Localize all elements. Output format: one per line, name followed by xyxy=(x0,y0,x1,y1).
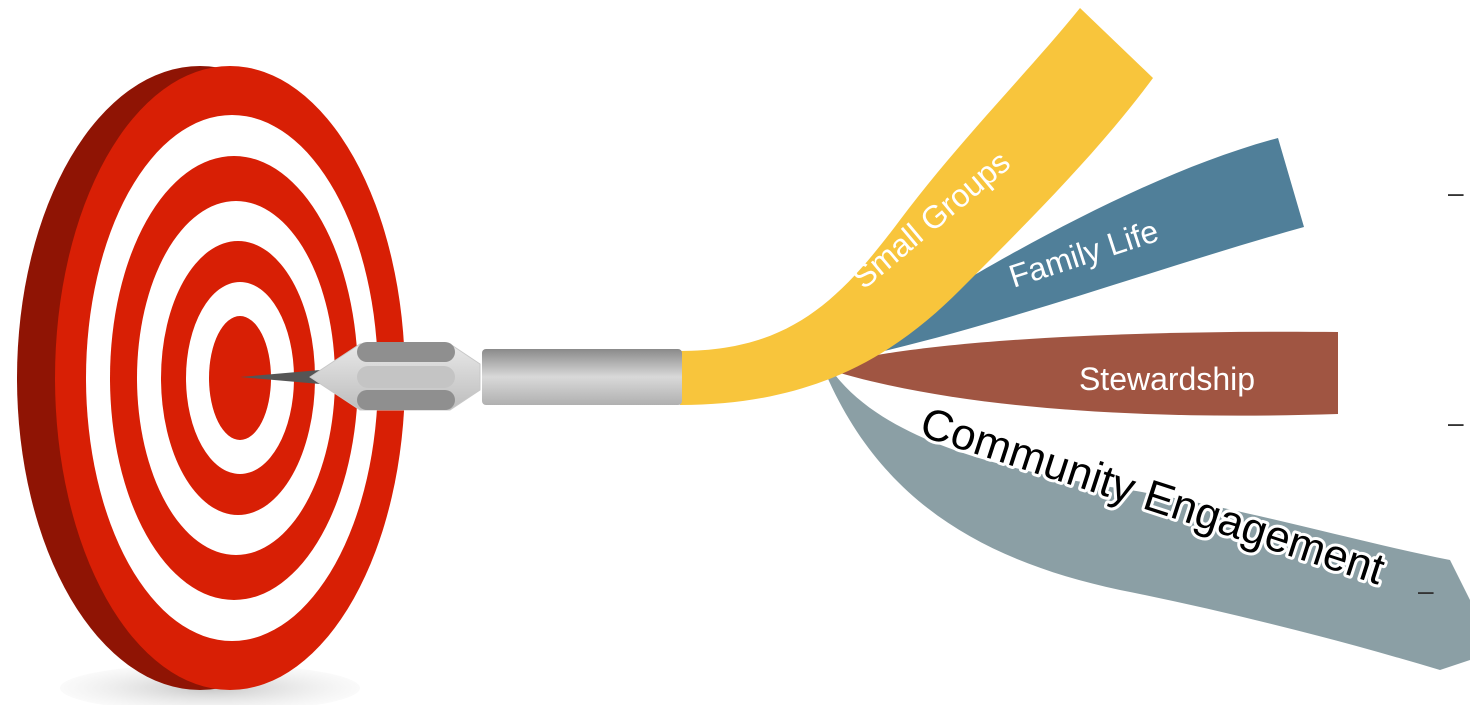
dart-grip-top xyxy=(357,342,455,362)
dart-grip-bottom xyxy=(357,390,455,410)
dart-grip-middle xyxy=(357,366,455,388)
dash-mark-2: – xyxy=(1448,407,1464,438)
dart-shaft xyxy=(482,349,682,405)
label-stewardship: Stewardship xyxy=(1079,361,1255,397)
dash-mark-1: – xyxy=(1448,177,1464,208)
dash-mark-3: – xyxy=(1418,575,1434,606)
